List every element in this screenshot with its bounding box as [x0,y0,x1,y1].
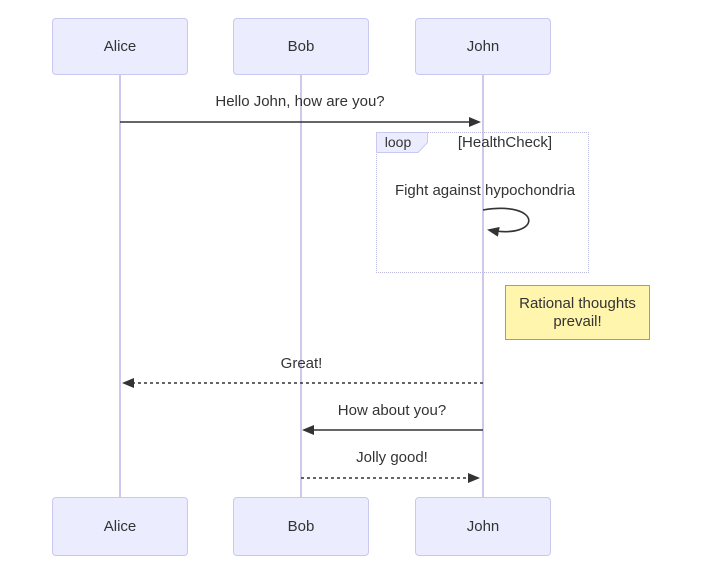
loop-condition-label: [HealthCheck] [457,134,553,151]
loop-label-tab: loop [376,132,428,153]
actor-box-john-bottom: John [415,497,551,556]
message-label-jolly-good: Jolly good! [356,449,428,466]
message-label-great: Great! [280,355,323,372]
actor-box-bob-bottom: Bob [233,497,369,556]
loop-fragment-box [376,132,589,273]
actor-box-alice-bottom: Alice [52,497,188,556]
message-label-how-about-you: How about you? [337,402,447,419]
actor-label-bob: Bob [287,518,315,535]
actor-box-alice-top: Alice [52,18,188,75]
actor-label-bob: Bob [287,38,315,55]
actor-label-alice: Alice [103,518,137,535]
actor-box-bob-top: Bob [233,18,369,75]
actor-box-john-top: John [415,18,551,75]
actor-label-john: John [466,38,500,55]
actor-label-alice: Alice [103,38,137,55]
note-box: Rational thoughts prevail! [505,285,650,340]
loop-tab-shape [376,132,428,153]
self-loop-arrow [482,207,530,237]
message-label-hello: Hello John, how are you? [215,93,385,110]
note-text: Rational thoughts prevail! [519,294,636,330]
message-label-self: Fight against hypochondria [394,182,576,199]
loop-label: loop [384,134,412,150]
actor-label-john: John [466,518,500,535]
